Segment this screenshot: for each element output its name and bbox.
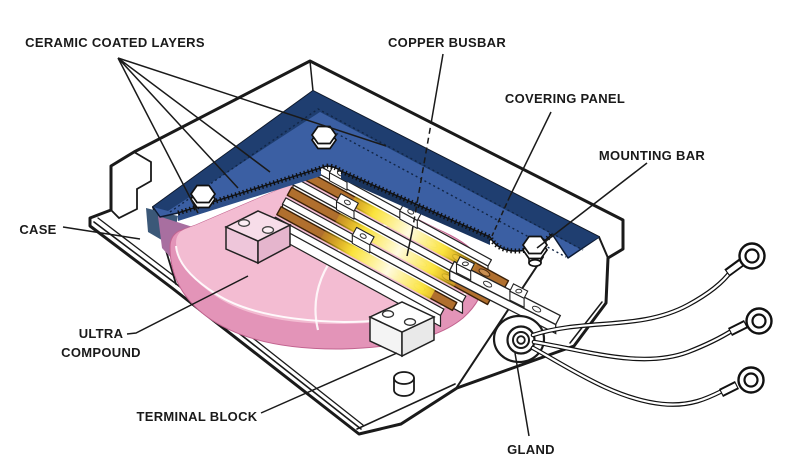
gland bbox=[492, 314, 546, 364]
leader-ceramic-coated-layers bbox=[117, 57, 387, 214]
output-wires bbox=[530, 242, 773, 407]
leader-copper-busbar-tip bbox=[406, 231, 413, 257]
label-mounting-bar: MOUNTING BAR bbox=[599, 148, 705, 163]
panel-hex-bolt bbox=[310, 125, 338, 150]
terminal-block-left bbox=[224, 210, 292, 265]
terminal-block-bottom bbox=[368, 301, 436, 358]
panel-hex-bolt bbox=[189, 184, 217, 209]
ceramic-layer-dotted-line bbox=[169, 108, 584, 251]
leader-lines bbox=[62, 53, 648, 437]
ceramic-layer-rails-and-busbars bbox=[271, 158, 510, 327]
mounting-bar-boss bbox=[509, 283, 529, 309]
wire bbox=[530, 345, 765, 407]
leader-covering-panel bbox=[509, 111, 552, 197]
leader-covering-panel-dashed bbox=[491, 195, 511, 237]
ceramic-layer-dotted-line bbox=[331, 130, 567, 258]
covering-panel-dark-band bbox=[153, 91, 599, 249]
rail-tab bbox=[335, 193, 359, 220]
mounting-bar-boss bbox=[455, 255, 476, 281]
busbar-heat-glow bbox=[320, 229, 436, 300]
wire bbox=[531, 307, 773, 362]
leader-gland bbox=[514, 352, 530, 437]
panel-hex-bolt bbox=[521, 235, 549, 267]
label-ultra-compound-line1: ULTRA bbox=[79, 326, 124, 341]
label-case: CASE bbox=[19, 222, 56, 237]
rail-tab bbox=[351, 226, 375, 254]
label-ceramic-coated-layers: CERAMIC COATED LAYERS bbox=[25, 35, 205, 50]
label-copper-busbar: COPPER BUSBAR bbox=[388, 35, 506, 50]
wire bbox=[530, 242, 766, 338]
label-ultra-compound-line2: COMPOUND bbox=[61, 345, 141, 360]
mounting-bar bbox=[448, 255, 562, 335]
busbar-heat-glow bbox=[350, 195, 479, 273]
label-terminal-block: TERMINAL BLOCK bbox=[137, 409, 258, 424]
busbar-heat-glow bbox=[335, 212, 459, 288]
leader-case bbox=[62, 226, 141, 240]
label-gland: GLAND bbox=[507, 442, 555, 457]
floor-cylinder-stub bbox=[393, 371, 415, 397]
leader-terminal-block bbox=[260, 352, 398, 414]
label-covering-panel: COVERING PANEL bbox=[505, 91, 625, 106]
part-labels: CERAMIC COATED LAYERS COPPER BUSBAR COVE… bbox=[19, 35, 705, 457]
leader-ultra-compound bbox=[126, 275, 249, 335]
leader-mounting-bar bbox=[536, 162, 648, 249]
panel-thickness-left bbox=[178, 168, 321, 221]
leader-copper-busbar bbox=[431, 53, 444, 119]
